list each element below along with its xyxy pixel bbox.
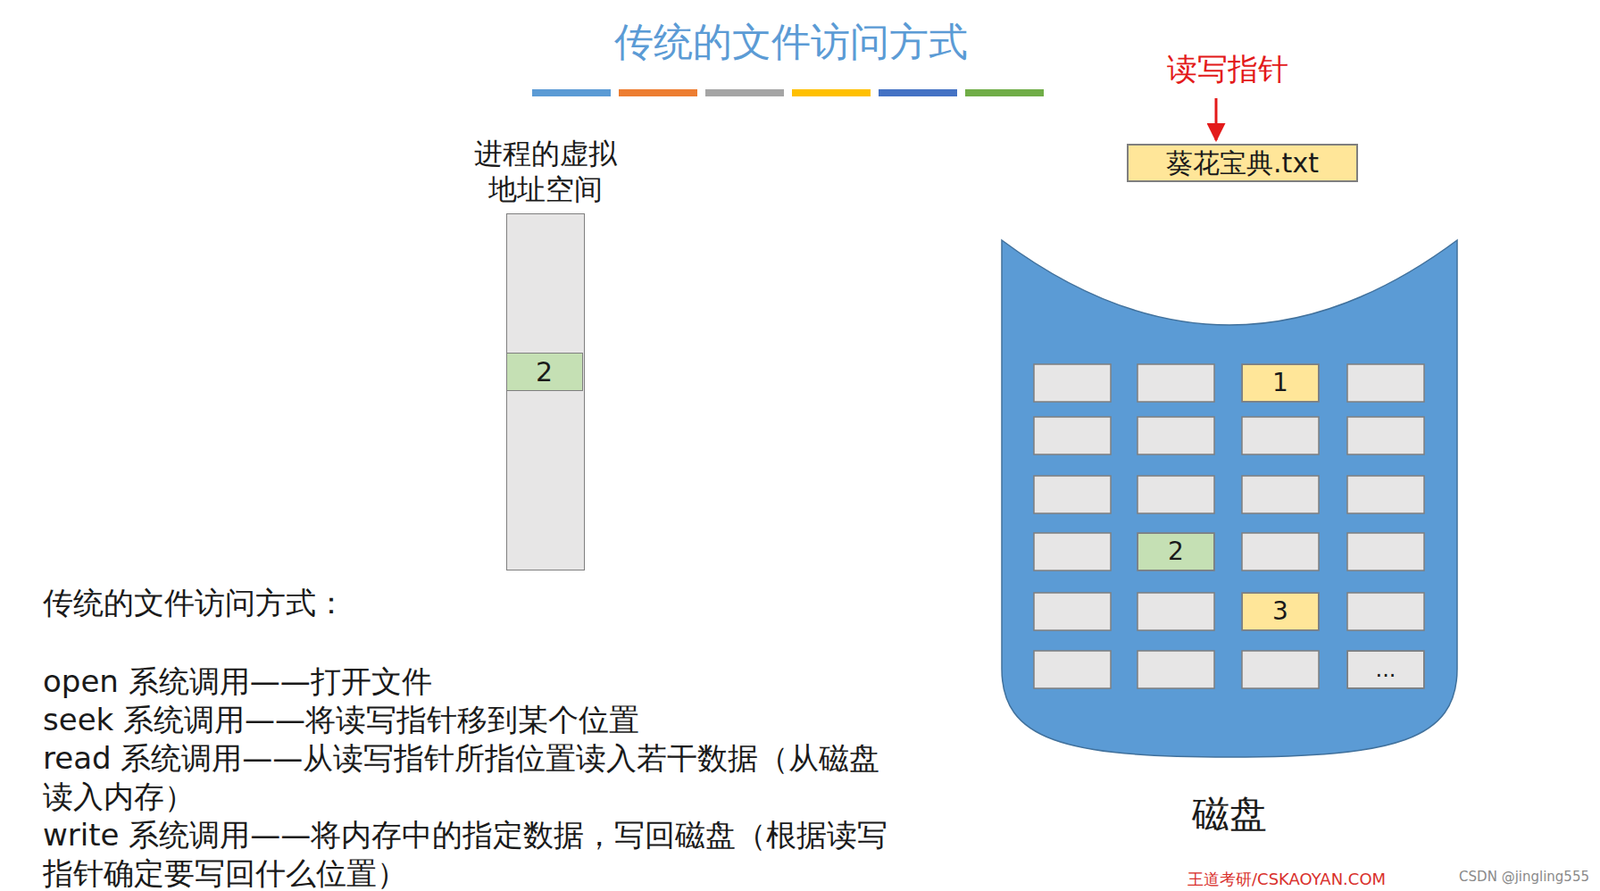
syscall-note: seek 系统调用——将读写指针移到某个位置 xyxy=(42,700,900,740)
page-title: 传统的文件访问方式 xyxy=(614,16,968,69)
section-heading: 传统的文件访问方式： xyxy=(42,583,347,623)
disk-block xyxy=(1137,416,1215,455)
color-bar xyxy=(965,89,1044,97)
disk-block xyxy=(1137,475,1215,514)
node-text: 2 xyxy=(535,357,553,387)
node-text: 葵花宝典.txt xyxy=(1166,148,1319,178)
disk-block xyxy=(1033,475,1111,514)
disk-cylinder: 磁盘123... xyxy=(1001,240,1458,758)
color-bar xyxy=(618,89,698,97)
color-bar xyxy=(705,89,784,97)
disk-block xyxy=(1033,364,1111,402)
disk-block xyxy=(1137,592,1215,631)
disk-block xyxy=(1241,364,1319,402)
disk-block xyxy=(1033,592,1111,631)
watermark: CSDN @jingling555 xyxy=(1458,868,1590,886)
disk-block: 3 xyxy=(1241,592,1319,631)
address-space-column: 进程的虚拟 地址空间2 xyxy=(506,213,585,571)
disk-block xyxy=(1347,475,1425,514)
syscall-note: write 系统调用——将内存中的指定数据，写回磁盘（根据读写指针确定要写回什么… xyxy=(42,816,900,891)
node-text: 2 xyxy=(1167,538,1184,567)
node-heading: 磁盘 xyxy=(1140,791,1319,837)
color-bar xyxy=(878,89,958,97)
node-text: ... xyxy=(1375,658,1397,682)
disk-block xyxy=(1241,650,1319,689)
syscall-note: read 系统调用——从读写指针所指位置读入若干数据（从磁盘读入内存） xyxy=(42,739,900,817)
disk-block: ... xyxy=(1347,650,1425,689)
disk-block xyxy=(1347,416,1425,455)
disk-block xyxy=(1033,533,1111,571)
node-text: 3 xyxy=(1272,598,1289,626)
disk-block xyxy=(1347,364,1425,402)
disk-body xyxy=(1001,240,1458,758)
node-text: 1 xyxy=(1272,369,1289,398)
disk-block xyxy=(1241,533,1319,571)
title-color-bars xyxy=(532,89,1044,97)
disk-block xyxy=(1241,475,1319,514)
disk-block xyxy=(1347,650,1425,689)
color-bar xyxy=(791,89,871,97)
disk-block xyxy=(1033,416,1111,455)
disk-block xyxy=(1033,650,1111,689)
disk-block xyxy=(1137,650,1215,689)
disk-block xyxy=(1137,364,1215,402)
disk-block: 2 xyxy=(1137,533,1215,571)
syscall-note: open 系统调用——打开文件 xyxy=(42,662,900,701)
file-box: 葵花宝典.txt xyxy=(1126,143,1359,183)
disk-block xyxy=(1241,416,1319,455)
disk-block xyxy=(1347,533,1425,571)
watermark: 王道考研/CSKAOYAN.COM xyxy=(1187,868,1386,890)
disk-block: 1 xyxy=(1241,364,1319,402)
disk-block xyxy=(1347,592,1425,631)
node-heading: 进程的虚拟 地址空间 xyxy=(465,135,626,208)
memory-page: 2 xyxy=(506,352,584,392)
disk-block xyxy=(1241,592,1319,631)
disk-block xyxy=(1137,533,1215,571)
pointer-arrow xyxy=(1215,98,1218,141)
color-bar xyxy=(532,89,611,97)
pointer-label: 读写指针 xyxy=(1166,50,1289,89)
